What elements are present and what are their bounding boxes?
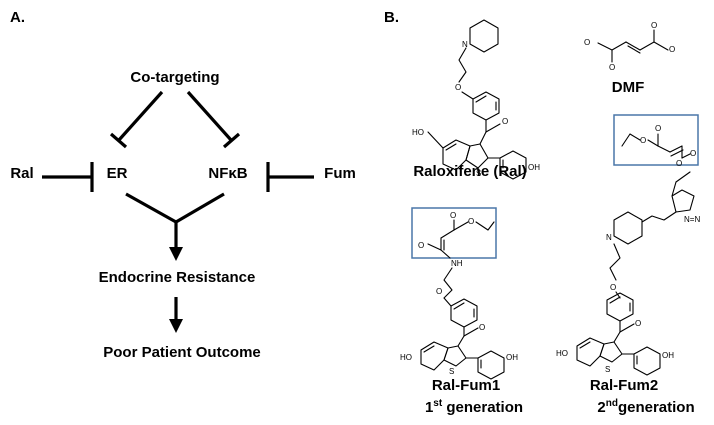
svg-text:OH: OH	[506, 353, 518, 362]
svg-text:S: S	[605, 365, 610, 374]
svg-text:S: S	[476, 169, 481, 178]
endocrine-resistance-label: Endocrine Resistance	[99, 269, 256, 286]
svg-text:O: O	[609, 63, 615, 72]
ral-fum2-generation: 2ndgeneration	[597, 398, 694, 416]
fum-to-nfkb-inhibition	[266, 162, 314, 192]
svg-text:O: O	[651, 21, 657, 30]
svg-text:O: O	[468, 217, 474, 226]
svg-text:N=N: N=N	[684, 215, 700, 224]
svg-text:O: O	[455, 83, 461, 92]
svg-text:O: O	[676, 159, 682, 168]
ral-to-er-inhibition	[42, 162, 94, 192]
panel-b-label: B.	[384, 9, 399, 26]
cotargeting-label: Co-targeting	[130, 69, 219, 86]
er-label: ER	[107, 165, 128, 182]
svg-text:HO: HO	[400, 353, 412, 362]
ral-label: Ral	[10, 165, 33, 182]
ral-fum2-label: Ral-Fum2	[590, 377, 658, 394]
svg-text:N: N	[606, 233, 612, 242]
ral-fum1-label: Ral-Fum1	[432, 377, 500, 394]
panel-a: A. Co-targeting Ral ER NFκB Fum	[10, 9, 356, 361]
arrow-to-poor-outcome	[169, 297, 183, 333]
svg-text:HO: HO	[556, 349, 568, 358]
dmf-label: DMF	[612, 79, 645, 96]
svg-text:O: O	[610, 283, 616, 292]
cotargeting-to-er-inhibition	[109, 90, 164, 149]
dmf-structure: O O O O	[584, 21, 675, 72]
ral-fum1-structure: O O O NH O O S HO	[400, 207, 518, 380]
fum-label: Fum	[324, 165, 356, 182]
svg-text:O: O	[640, 136, 646, 145]
svg-text:O: O	[502, 117, 508, 126]
svg-text:N: N	[462, 40, 468, 49]
panel-b: B. N O O S HO	[384, 9, 700, 416]
svg-text:O: O	[690, 149, 696, 158]
nfkb-label: NFκB	[208, 165, 247, 182]
svg-text:O: O	[669, 45, 675, 54]
svg-text:OH: OH	[528, 163, 540, 172]
svg-text:S: S	[449, 367, 454, 376]
ral-fum2-structure: O O O O N=N N O O	[556, 114, 700, 376]
arrow-to-endocrine-resistance	[169, 222, 183, 261]
panel-a-label: A.	[10, 9, 25, 26]
svg-text:O: O	[418, 241, 424, 250]
ral-fum1-generation: 1st generation	[425, 398, 523, 416]
raloxifene-label: Raloxifene (Ral)	[413, 163, 526, 180]
svg-text:O: O	[584, 38, 590, 47]
svg-text:O: O	[436, 287, 442, 296]
raloxifene-structure: N O O S HO OH	[412, 19, 540, 180]
svg-text:NH: NH	[451, 259, 463, 268]
svg-text:O: O	[655, 124, 661, 133]
cotargeting-to-nfkb-inhibition	[186, 90, 241, 149]
er-nfkb-converging-lines	[125, 192, 225, 224]
svg-text:O: O	[479, 323, 485, 332]
svg-text:OH: OH	[662, 351, 674, 360]
svg-text:O: O	[450, 211, 456, 220]
svg-text:O: O	[635, 319, 641, 328]
poor-outcome-label: Poor Patient Outcome	[103, 344, 261, 361]
ral-fum1-fumarate-box	[411, 207, 497, 259]
ral-fum2-fumarate-box	[613, 114, 699, 166]
svg-text:HO: HO	[412, 128, 424, 137]
